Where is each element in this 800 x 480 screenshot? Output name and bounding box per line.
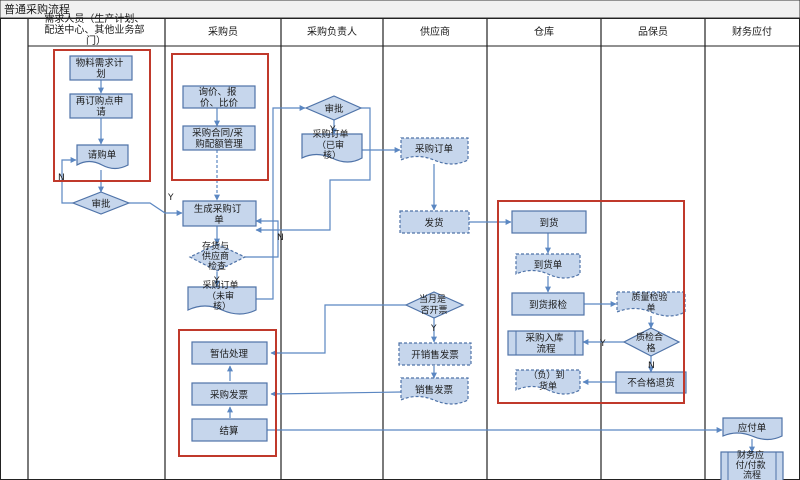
node-label: 采购订单	[415, 143, 454, 155]
node-label: 到货	[539, 217, 558, 229]
edge-label-yes: Y	[167, 193, 174, 203]
process-ship: 发货	[399, 210, 470, 234]
document-purchase-request: 请购单	[76, 144, 129, 170]
document-negative-arrival: （负）到 货单	[515, 369, 581, 395]
node-label: 采购订单 （已审 核）	[313, 128, 352, 161]
decision-supplier-check: 存货与 供应商 检查	[188, 240, 247, 272]
node-label: 采购合同/采 购配额管理	[192, 127, 246, 150]
lane-header-warehouse: 仓库	[534, 25, 554, 38]
node-label: 应付单	[738, 422, 767, 434]
document-payable: 应付单	[722, 417, 783, 441]
node-label: 到货报检	[529, 299, 568, 311]
connector	[270, 304, 406, 356]
process-provisional: 暂估处理	[191, 341, 268, 365]
edge-label-yes: Y	[213, 276, 220, 286]
process-arrival: 到货	[511, 210, 587, 234]
node-label: 开销售发票	[411, 349, 459, 361]
edge-label-yes: Y	[430, 324, 437, 334]
node-label: 当月是 否开票	[419, 293, 449, 316]
connector	[255, 107, 371, 233]
document-arrival-doc: 到货单	[515, 253, 581, 279]
diagram-title: 普通采购流程	[4, 2, 70, 16]
flow-connectors	[61, 80, 755, 453]
node-label: 结算	[219, 425, 238, 437]
process-return-unqualified: 不合格退货	[615, 371, 687, 394]
process-inquiry: 询价、报 价、比价	[182, 85, 256, 109]
edge-label-yes: Y	[329, 125, 336, 135]
lane-header-finance: 财务应付	[732, 25, 772, 38]
process-settlement: 结算	[191, 418, 268, 442]
document-supplier-order: 采购订单	[400, 137, 469, 165]
node-label: 质检合 格	[636, 331, 666, 354]
document-order-unapproved: 采购订单 （未审 核）	[187, 279, 257, 315]
connector	[245, 218, 279, 258]
highlight-frames	[53, 49, 685, 457]
highlight-frame	[53, 49, 151, 182]
node-label: 到货单	[534, 259, 563, 271]
node-label: 暂估处理	[210, 348, 249, 360]
process-create-order: 生成采购订 单	[182, 200, 257, 227]
document-quality-doc: 质量检验 单	[616, 291, 686, 317]
process-material-plan: 物料需求计 划	[69, 55, 133, 81]
node-label: 生成采购订 单	[194, 203, 245, 226]
highlight-frame	[171, 53, 269, 181]
decision-qualified: 质检合 格	[622, 327, 681, 357]
predefined-finance-flow: 财务应 付/付款 流程	[720, 449, 784, 480]
connector	[129, 202, 183, 216]
document-order-approved: 采购订单 （已审 核）	[301, 128, 363, 163]
diagram-frame	[0, 18, 800, 480]
node-label: 发货	[424, 217, 443, 229]
highlight-frame	[178, 329, 277, 457]
node-label: 审批	[91, 198, 111, 210]
lane-header-requester: 需求人员（生产计划、 配送中心、其他业务部 门）	[44, 12, 147, 47]
process-reorder-point: 再订购点申 请	[69, 93, 133, 119]
document-sales-invoice: 销售发票	[400, 377, 469, 405]
node-label: 采购发票	[210, 389, 249, 401]
edge-label-no: N	[58, 173, 65, 183]
decision-monthly-invoice: 当月是 否开票	[404, 291, 465, 319]
decision-approve-2: 审批	[304, 95, 363, 121]
node-label: 采购入库 流程	[525, 332, 566, 355]
node-label: 询价、报 价、比价	[198, 86, 239, 109]
decision-approve-1: 审批	[71, 191, 131, 215]
predefined-stock-in: 采购入库 流程	[507, 330, 584, 356]
process-contract: 采购合同/采 购配额管理	[182, 125, 256, 151]
edge-label-no: N	[648, 361, 655, 371]
process-issue-invoice: 开销售发票	[398, 342, 472, 366]
edge-label-yes: Y	[599, 339, 606, 349]
edge-labels: Y N Y N Y Y N Y	[58, 125, 655, 371]
lane-header-purchase-manager: 采购负责人	[307, 25, 357, 38]
lane-header-supplier: 供应商	[420, 25, 450, 38]
node-label: 销售发票	[415, 384, 454, 396]
edge-label-no: N	[277, 233, 284, 243]
lane-header-quality: 品保员	[638, 25, 668, 38]
node-label: 质量检验 单	[632, 291, 671, 314]
lane-header-buyer: 采购员	[208, 25, 238, 38]
connector	[270, 390, 402, 397]
highlight-frame	[497, 200, 685, 404]
node-label: 不合格退货	[627, 377, 675, 389]
process-arrival-inspect: 到货报检	[511, 292, 585, 316]
process-purchase-invoice: 采购发票	[191, 382, 268, 406]
node-label: 物料需求计 划	[76, 57, 127, 80]
node-label: （负）到 货单	[529, 369, 568, 392]
node-label: 请购单	[88, 149, 117, 161]
node-label: 财务应 付/付款 流程	[736, 449, 769, 480]
node-label: 审批	[324, 103, 344, 115]
connector	[256, 105, 306, 300]
node-label: 再订购点申 请	[76, 95, 127, 118]
node-label: 存货与 供应商 检查	[202, 240, 232, 272]
node-label: 采购订单 （未审 核）	[203, 279, 242, 312]
